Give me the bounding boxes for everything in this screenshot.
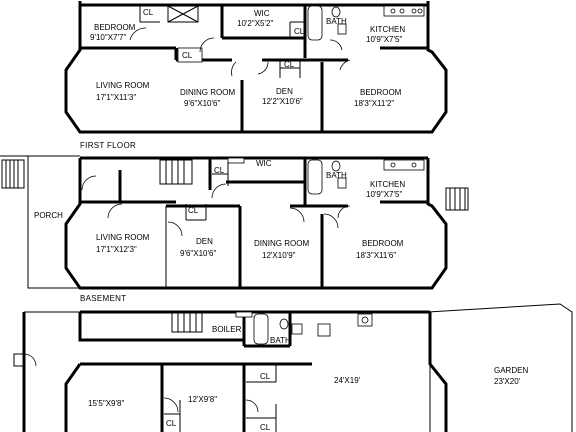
room-dims-kitchen: 10'9"X7'5" bbox=[366, 35, 402, 44]
room-name-living-room: LIVING ROOM bbox=[96, 233, 150, 242]
interior-stairs bbox=[159, 159, 193, 185]
room-dims-big: 24'X19' bbox=[334, 376, 361, 385]
basement-walls bbox=[13, 303, 573, 432]
closet-label: CL bbox=[214, 166, 225, 175]
room-name-bedroom: BEDROOM bbox=[362, 239, 404, 248]
room-name-wic: WIC bbox=[256, 159, 272, 168]
basement-stairs bbox=[171, 311, 203, 333]
room-name-dining-room: DINING ROOM bbox=[254, 239, 309, 248]
room-dims-dining-room: 12'X10'9" bbox=[262, 251, 296, 260]
room-name-bath: BATH bbox=[326, 171, 347, 180]
room-dims-kitchen: 10'9"X7'5" bbox=[366, 190, 402, 199]
closet-label: CL bbox=[143, 8, 154, 17]
room-dims-den: 9'6"X10'6" bbox=[180, 249, 216, 258]
closet-label: CL bbox=[294, 27, 305, 36]
closet-label: CL bbox=[188, 206, 199, 215]
room-name-kitchen: KITCHEN bbox=[370, 25, 405, 34]
room-dims-bedroom-rear: 9'10"X7'7" bbox=[90, 33, 126, 42]
room-dims-dining-room: 9'6"X10'6" bbox=[184, 99, 220, 108]
closet-label: CL bbox=[166, 419, 177, 428]
porch-steps bbox=[1, 159, 25, 189]
floor-title-basement: BASEMENT bbox=[80, 294, 126, 303]
room-name-bedroom-rear: BEDROOM bbox=[94, 23, 136, 32]
room-name-garden: GARDEN bbox=[494, 366, 528, 375]
room-dims-bedroom-front: 18'3"X11'2" bbox=[354, 99, 394, 108]
top-floor-labels: BEDROOM 9'10"X7'7" CL WIC 10'2"X5'2" CL … bbox=[90, 8, 405, 108]
first-floor-walls bbox=[0, 155, 469, 290]
room-name-living-room: LIVING ROOM bbox=[96, 81, 150, 90]
room-dims-wic: 10'2"X5'2" bbox=[237, 19, 273, 28]
room-dims-left: 15'5"X9'8" bbox=[88, 399, 124, 408]
room-name-bath: BATH bbox=[270, 336, 291, 345]
room-name-bedroom-front: BEDROOM bbox=[360, 88, 402, 97]
closet-label: CL bbox=[260, 372, 271, 381]
closet-label: CL bbox=[182, 51, 193, 60]
room-dims-living-room: 17'1"X12'3" bbox=[96, 245, 137, 254]
basement-labels: BOILER BATH 15'5"X9'8" 12'X9'8" CL CL CL… bbox=[88, 325, 528, 432]
room-name-bath: BATH bbox=[326, 17, 347, 26]
first-floor-labels: WIC BATH KITCHEN 10'9"X7'5" PORCH CL CL … bbox=[34, 159, 405, 260]
room-name-dining-room: DINING ROOM bbox=[180, 88, 235, 97]
room-name-kitchen: KITCHEN bbox=[370, 180, 405, 189]
room-dims-garden: 23'X20' bbox=[494, 377, 521, 386]
room-dims-mid: 12'X9'8" bbox=[188, 395, 217, 404]
closet-label: CL bbox=[284, 60, 295, 69]
closet-label: CL bbox=[260, 423, 271, 432]
room-name-boiler: BOILER bbox=[212, 325, 242, 334]
room-name-den: DEN bbox=[276, 87, 293, 96]
room-name-wic: WIC bbox=[254, 9, 270, 18]
room-dims-bedroom: 18'3"X11'6" bbox=[356, 251, 396, 260]
rear-steps bbox=[445, 187, 469, 211]
room-dims-living-room: 17'1"X11'3" bbox=[96, 93, 136, 102]
floor-title-first: FIRST FLOOR bbox=[80, 141, 136, 150]
top-floor-walls bbox=[64, 1, 448, 134]
room-dims-den: 12'2"X10'6" bbox=[262, 97, 303, 106]
room-name-den: DEN bbox=[196, 237, 213, 246]
room-name-porch: PORCH bbox=[34, 211, 63, 220]
